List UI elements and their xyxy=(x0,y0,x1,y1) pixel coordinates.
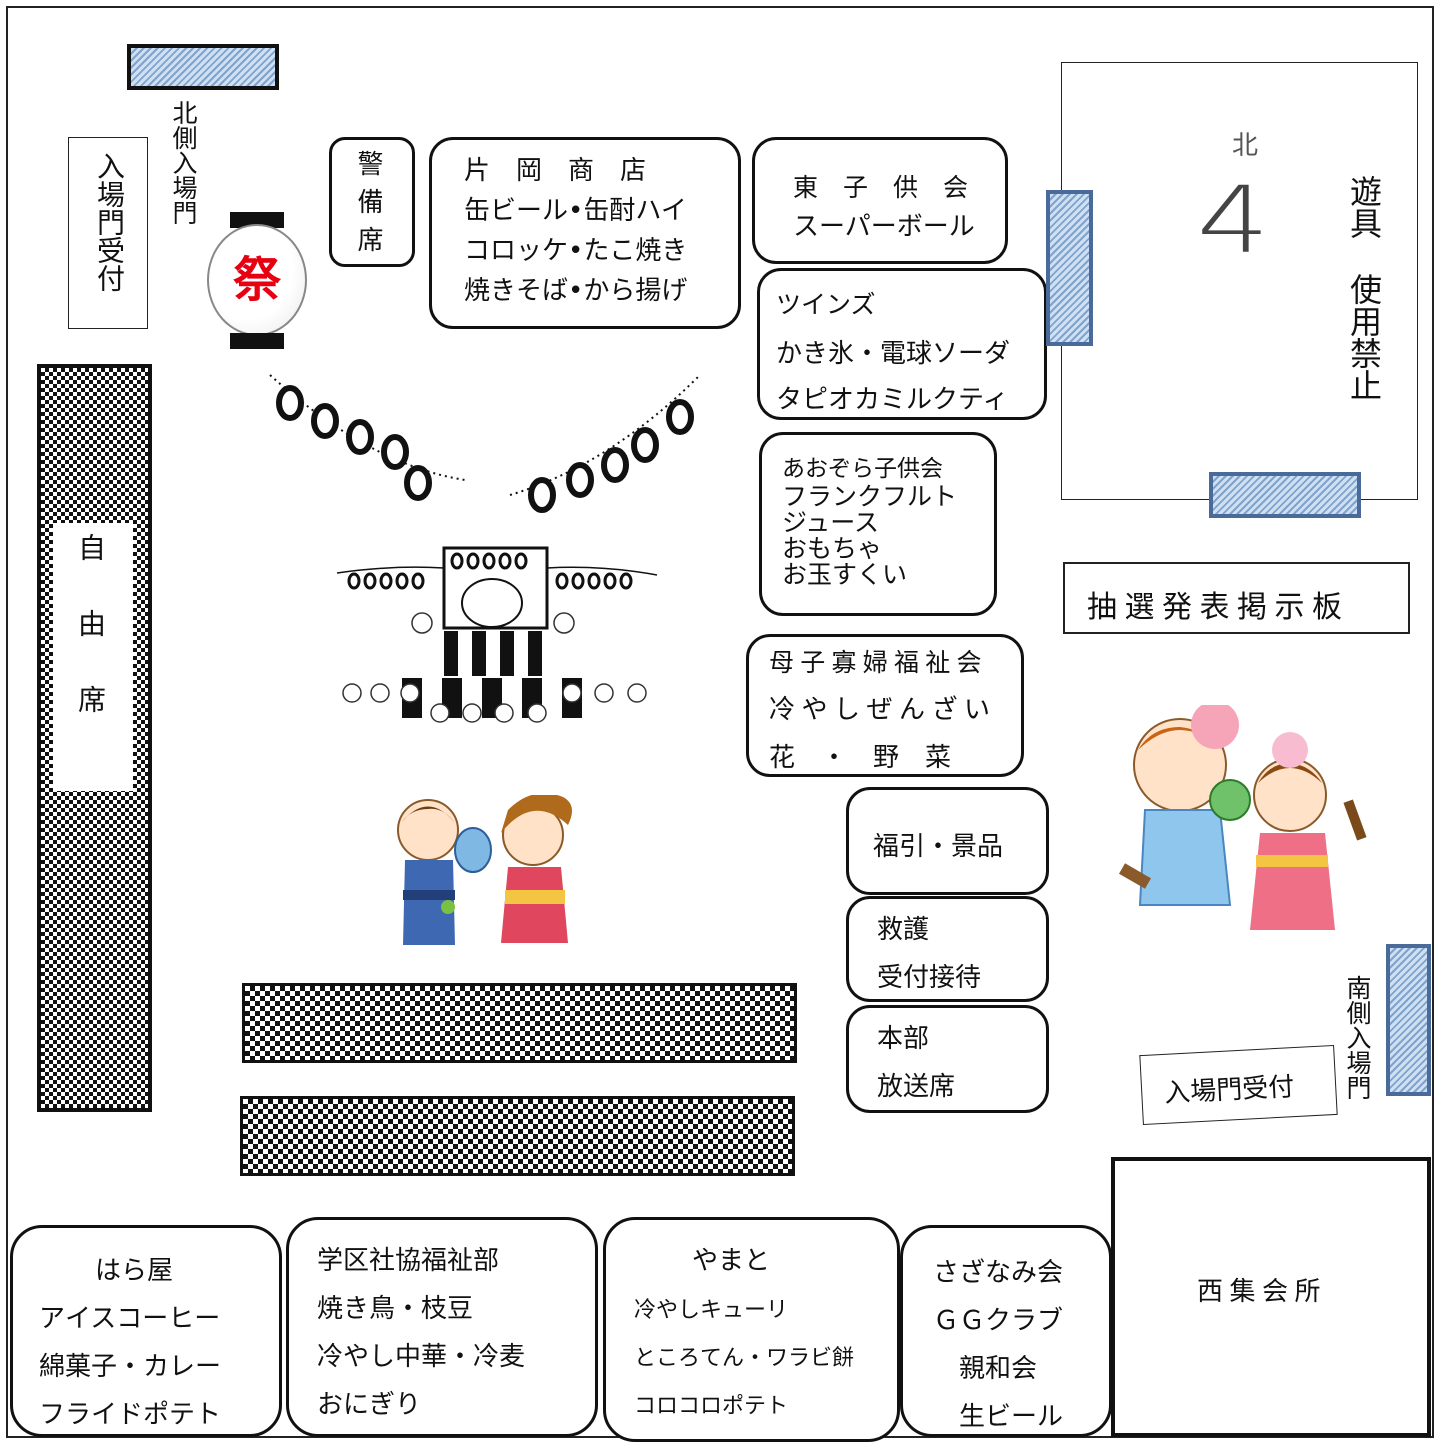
lottery-board-label: 抽選発表掲示板 xyxy=(1087,590,1350,625)
booth-name: はら屋 xyxy=(95,1256,174,1286)
booth-item: 缶ビール•缶酎ハイ xyxy=(464,196,687,226)
booth-sazanami: さざなみ会 ＧＧクラブ 親和会 生ビール xyxy=(900,1225,1112,1437)
north-gate-marker xyxy=(127,44,279,90)
booth-item: 焼き鳥・枝豆 xyxy=(317,1294,474,1324)
free-seats-label: 自由席 xyxy=(74,533,107,761)
booth-item: 花 ・ 野 菜 xyxy=(769,743,952,773)
booth-item: 親和会 xyxy=(959,1354,1038,1384)
north-reception-box: 入場門受付 xyxy=(68,137,148,329)
security-label: 警備席 xyxy=(353,150,383,264)
booth-item: おもちゃ xyxy=(782,534,883,563)
booth-kataoka: 片 岡 商 店 缶ビール•缶酎ハイ コロッケ•たこ焼き 焼きそば•から揚げ xyxy=(429,137,741,329)
booth-line: 放送席 xyxy=(877,1072,956,1102)
lottery-board: 抽選発表掲示板 xyxy=(1063,562,1410,634)
booth-headquarters: 本部 放送席 xyxy=(846,1005,1049,1113)
west-hall: 西集会所 xyxy=(1111,1157,1431,1437)
lantern-icon: 祭 xyxy=(207,212,307,349)
booth-item: アイスコーヒー xyxy=(39,1304,221,1334)
south-gate-label: 南側入場門 xyxy=(1343,975,1372,1100)
security-booth: 警備席 xyxy=(329,137,415,267)
booth-name: 母子寡婦福祉会 xyxy=(769,648,988,677)
booth-item: フライドポテト xyxy=(39,1400,222,1430)
booth-higashi: 東 子 供 会 スーパーボール xyxy=(752,137,1008,264)
booth-first-aid: 救護 受付接待 xyxy=(846,896,1049,1002)
booth-item: かき氷・電球ソーダ xyxy=(776,339,1011,369)
compass-label: 北 xyxy=(1232,131,1259,161)
booth-name: 東 子 供 会 xyxy=(793,173,969,202)
play-area-gate-south xyxy=(1209,472,1361,518)
booth-name: 学区社協福祉部 xyxy=(317,1246,500,1276)
play-area-gate-west xyxy=(1046,190,1093,346)
seating-bench-2 xyxy=(240,1096,795,1176)
booth-item: タピオカミルクティ xyxy=(776,385,1009,415)
booth-item: ＧＧクラブ xyxy=(933,1306,1064,1336)
play-area-label-bottom: 使用禁止 xyxy=(1345,273,1383,401)
booth-yamato: やまと 冷やしキューリ ところてん・ワラビ餅 コロコロポテト xyxy=(603,1217,900,1442)
booth-fukubiki: 福引・景品 xyxy=(846,787,1049,895)
booth-boshi: 母子寡婦福祉会 冷やしぜんざい 花 ・ 野 菜 xyxy=(746,634,1024,777)
booth-item: ところてん・ワラビ餅 xyxy=(634,1346,855,1371)
play-area: 北 4 遊具 使用禁止 xyxy=(1061,62,1418,500)
booth-name: あおぞら子供会 xyxy=(782,456,943,482)
booth-item: ジュース xyxy=(782,508,880,537)
booth-item: 生ビール xyxy=(959,1402,1064,1432)
booth-name: さざなみ会 xyxy=(933,1258,1064,1288)
south-reception-box: 入場門受付 xyxy=(1139,1044,1338,1126)
play-area-label-top: 遊具 xyxy=(1345,175,1383,239)
seating-bench-1 xyxy=(242,983,797,1063)
booth-line: 受付接待 xyxy=(877,963,982,993)
booth-gakku: 学区社協福祉部 焼き鳥・枝豆 冷やし中華・冷麦 おにぎり xyxy=(286,1217,598,1437)
north-gate-label: 北側入場門 xyxy=(169,100,198,225)
booth-line: 救護 xyxy=(877,915,930,945)
booth-line: 本部 xyxy=(877,1024,930,1054)
booth-item: おにぎり xyxy=(317,1390,422,1420)
booth-aozora: あおぞら子供会 フランクフルト ジュース おもちゃ お玉すくい xyxy=(759,432,997,616)
hall-label: 西集会所 xyxy=(1197,1277,1328,1307)
booth-name: やまと xyxy=(692,1246,771,1276)
booth-item: コロコロポテト xyxy=(634,1394,789,1419)
free-seating-area: 自由席 xyxy=(37,364,152,1112)
booth-item: スーパーボール xyxy=(793,212,975,242)
children-festival-illustration xyxy=(1119,705,1367,930)
children-yukata-illustration xyxy=(397,795,572,945)
lantern-string-illustration xyxy=(269,374,701,513)
lantern-label: 祭 xyxy=(232,252,281,308)
booth-item: 冷やしキューリ xyxy=(634,1298,789,1323)
south-gate-marker xyxy=(1386,944,1431,1096)
booth-name: 福引・景品 xyxy=(873,832,1004,862)
booth-twins: ツインズ かき氷・電球ソーダ タピオカミルクティ xyxy=(757,268,1047,420)
bon-odori-stage-illustration xyxy=(336,546,658,723)
south-reception-label: 入場門受付 xyxy=(1163,1072,1295,1109)
free-seats-label-box: 自由席 xyxy=(53,523,133,791)
booth-item: 焼きそば•から揚げ xyxy=(464,276,688,306)
booth-name: 片 岡 商 店 xyxy=(464,156,647,186)
booth-item: コロッケ•たこ焼き xyxy=(464,236,688,266)
booth-haraya: はら屋 アイスコーヒー 綿菓子・カレー フライドポテト xyxy=(10,1225,282,1437)
booth-item: フランクフルト xyxy=(782,482,958,511)
booth-item: お玉すくい xyxy=(782,560,908,589)
booth-item: 冷やしぜんざい xyxy=(769,695,997,725)
north-reception-label: 入場門受付 xyxy=(93,152,126,292)
booth-name: ツインズ xyxy=(776,290,876,319)
booth-item: 綿菓子・カレー xyxy=(39,1352,222,1382)
booth-item: 冷やし中華・冷麦 xyxy=(317,1342,526,1372)
north-arrow-icon: 4 xyxy=(1196,167,1270,274)
